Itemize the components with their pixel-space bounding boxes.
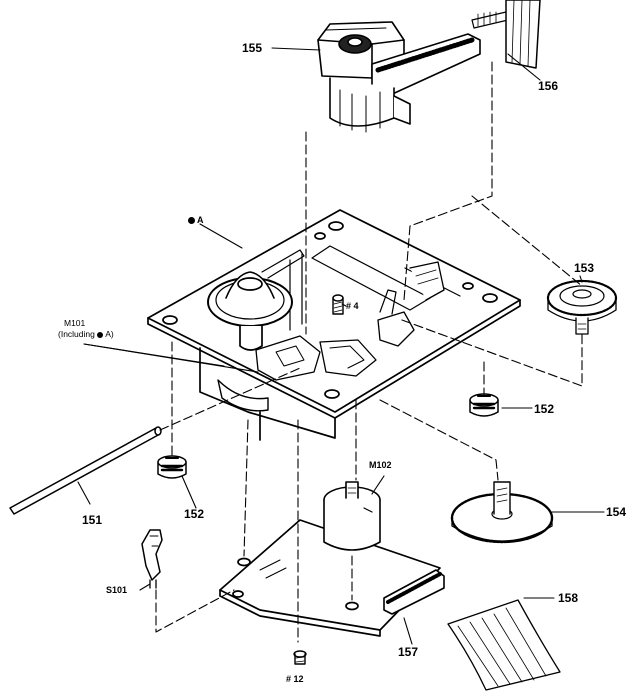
label-151: 151 (82, 513, 103, 527)
gear-153 (546, 279, 618, 335)
main-chassis-plate (147, 209, 521, 441)
m101-note-prefix: (Including (58, 329, 95, 339)
label-screw-4: # 4 (346, 301, 359, 311)
screw-4 (332, 294, 344, 315)
label-a: A (188, 216, 204, 225)
label-m102: M102 (369, 460, 392, 470)
label-s101: S101 (106, 585, 128, 595)
shaft-151 (9, 426, 162, 515)
switch-s101 (141, 529, 163, 589)
label-152-left: 152 (184, 507, 205, 521)
filled-circle-icon (188, 216, 195, 224)
flat-cable-156 (505, 0, 541, 69)
rubber-foot-152-left (157, 455, 187, 479)
screw-12 (293, 650, 307, 665)
label-m101: M101 (Including A) (58, 318, 114, 340)
m101-note-letter: A) (105, 329, 114, 339)
label-158: 158 (558, 591, 579, 605)
label-154: 154 (606, 505, 627, 519)
label-153: 153 (574, 261, 595, 275)
connector-157 (383, 569, 445, 615)
ribbon-cable-158 (447, 599, 561, 691)
label-152-right: 152 (534, 402, 555, 416)
label-157: 157 (398, 645, 419, 659)
alignment-lines (155, 61, 583, 643)
optical-pickup (317, 11, 509, 133)
spindle-motor-m102 (323, 481, 381, 551)
label-screw-12: # 12 (286, 674, 304, 684)
label-m101-code: M101 (64, 318, 86, 328)
label-m101-note: (Including A) (58, 329, 114, 340)
label-155: 155 (242, 41, 263, 55)
gear-154 (450, 481, 554, 544)
label-156: 156 (538, 79, 559, 93)
rubber-foot-152-right (469, 393, 499, 417)
leader-lines (77, 47, 605, 645)
label-a-text: A (197, 215, 204, 225)
filled-circle-icon (97, 331, 104, 338)
